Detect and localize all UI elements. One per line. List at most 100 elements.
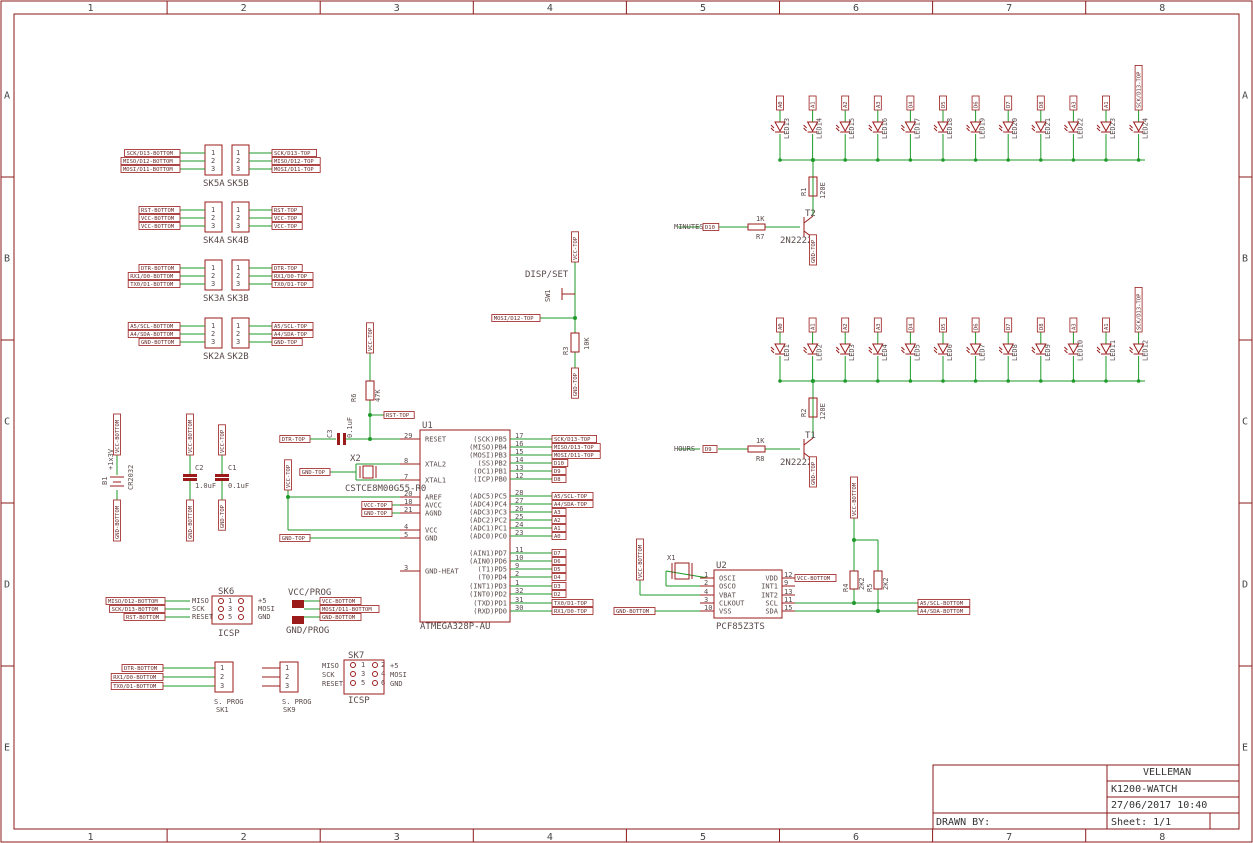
button-label: DISP/SET [525,270,569,280]
header-ref-b: SK2B [227,352,249,362]
net-label: A3 [1069,317,1077,333]
r3-value: 10K [583,337,591,350]
sk7-pin-gnd: GND [390,680,403,688]
serial-sk1: 123 S. PROG SK1 [214,661,244,714]
net-label-text: A3 [876,101,882,108]
jumper-vcc-prog: VCC/PROG [288,588,331,598]
rc-ref: R1 [800,188,808,196]
net-label: SCK/D13-BOTTOM [124,149,181,157]
led-ref: LED7 [979,344,987,361]
svg-text:2: 2 [211,272,215,280]
net-label-text: D3 [554,584,561,590]
header-ref-a: SK3A [203,294,225,304]
mcu-pin-name: (AIN1)PD7 [469,550,507,558]
net-label: D4 [906,95,914,111]
mcu-pin-name: (ICP)PB0 [473,476,507,484]
sk1-label: S. PROG [214,698,244,706]
r5-ref: R5 [866,584,874,592]
svg-text:3: 3 [236,222,240,230]
sk6-pin-miso: MISO [192,597,209,605]
mcu-pin-number: 12 [515,472,523,480]
net-label-text: A3 [1071,323,1077,330]
net-label-text: VCC-TOP [364,503,388,509]
net-label-text: D6 [974,101,980,108]
mcu-pin-number: 13 [515,464,523,472]
mcu-pin-name: VCC [425,527,438,535]
net-label-text: VCC-BOTTOM [638,544,644,578]
net-label-text: D5 [941,323,947,330]
net-label: VCC-TOP [218,424,226,456]
net-label-text: GND-TOP [811,239,817,263]
sk7-label: ICSP [348,696,370,706]
net-label: VCC-TOP [366,322,374,354]
mcu-pin-name: (ADC0)PC0 [469,533,507,541]
net-label-text: TX0/D1-BOTTOM [113,684,157,690]
rtc-pin-number: 9 [784,579,788,587]
net-label: TX0/D1-BOTTOM [127,280,181,288]
led-ref: LED16 [881,118,889,139]
net-label: D7 [1004,317,1012,333]
rtc-pin-name: SCL [765,600,778,608]
net-label: DTR-BOTTOM [138,264,181,272]
rtc-pin-name: OSCO [719,583,736,591]
net-label-text: D8 [1039,101,1045,108]
led-ref: LED8 [1011,344,1019,361]
net-label: GND-BOTTOM [113,499,121,542]
net-label-text: D9 [554,469,561,475]
net-label-text: D10 [705,225,715,231]
net-label-text: D7 [554,551,561,557]
mcu-pin-name: GND [425,535,438,543]
column-marker-bottom: 8 [1159,832,1165,843]
r6-ref: R6 [350,394,358,402]
net-label: VCC-BOTTOM [138,222,181,230]
mcu-pin-number: 18 [404,498,412,506]
net-label: D7 [551,549,567,557]
svg-text:2: 2 [381,661,385,669]
net-label-text: A4/SDA-BOTTOM [920,609,964,615]
column-marker-bottom: 6 [853,832,859,843]
net-label-text: D6 [554,559,561,565]
svg-text:3: 3 [211,222,215,230]
row-marker-right: E [1242,743,1248,754]
mcu-pin-number: 7 [404,473,408,481]
mcu-pin-number: 23 [515,529,523,537]
mcu-pin-name: (ADC3)PC3 [469,509,507,517]
rtc-pin-number: 1 [704,571,708,579]
header-ref-a: SK2A [203,352,225,362]
battery-ref: B1 [101,477,109,485]
net-label-text: A1 [1104,323,1110,330]
column-marker-top: 4 [547,3,553,14]
mcu-pin-number: 20 [404,490,412,498]
mcu-pin-name: (ADC4)PC4 [469,501,507,509]
led-ref: LED15 [848,118,856,139]
net-label: A0 [776,317,784,333]
net-label: A1 [551,524,567,532]
led-ref: LED11 [1109,340,1117,361]
net-label: A1 [808,317,817,333]
svg-text:1: 1 [285,664,289,672]
icsp-sk6: SK6 ICSP MISO SCK RESET +5 MOSI GND VCC/… [192,587,331,639]
net-label-text: MISO/D13-TOP [554,445,594,451]
net-label-text: RST-TOP [274,208,298,214]
net-label-text: GND-TOP [364,511,388,517]
net-label: VCC-BOTTOM [138,214,181,222]
net-label: A1 [808,95,817,111]
column-marker-top: 3 [394,3,400,14]
rtc-pin-number: 3 [704,596,708,604]
net-label: VCC-BOTTOM [636,538,644,581]
led-ref: LED2 [816,344,824,361]
rtc-pin-number: 11 [784,596,792,604]
led-ref: LED19 [979,118,987,139]
net-label-text: D7 [1006,323,1012,330]
rtc-crystal-ref: X1 [667,554,675,562]
rtc-pin-name: CLKOUT [719,600,745,608]
driver-input-name: HOURS [674,445,695,453]
led-ref: LED1 [783,344,791,361]
mcu-pin-name: (RXD)PD0 [473,608,507,616]
